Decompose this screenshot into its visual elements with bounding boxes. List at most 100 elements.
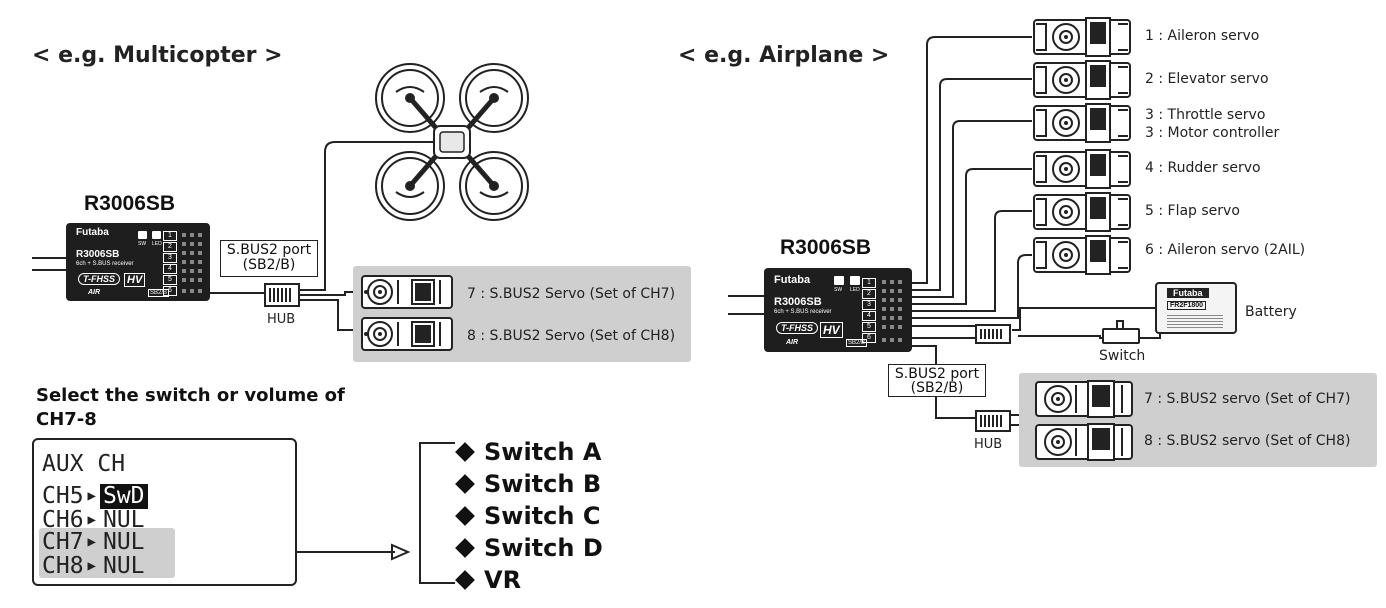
receiver-brand: Futaba	[774, 274, 811, 286]
receiver-sw-button	[138, 231, 147, 239]
receiver-pin-header	[182, 233, 202, 293]
battery-brand: Futaba	[1167, 288, 1209, 298]
servo-icon	[1033, 235, 1131, 275]
multicopter-hub	[264, 283, 300, 307]
port-label-line2: (SB2/B)	[242, 257, 296, 273]
receiver-hv: HV	[124, 273, 146, 287]
battery-info	[1167, 314, 1223, 328]
switch-options-list: Switch A Switch B Switch C Switch D VR	[452, 436, 603, 596]
lcd-row-value[interactable]: NUL	[102, 507, 145, 533]
multicopter-sbus2-port-label: S.BUS2 port (SB2/B)	[220, 240, 318, 277]
servo-icon	[1033, 149, 1131, 189]
receiver-led-label: LED	[850, 287, 860, 293]
option-switch-c[interactable]: Switch C	[452, 500, 603, 532]
channel-label: 3	[862, 300, 876, 310]
battery-model: FR2F1800	[1167, 301, 1207, 310]
channel-label: 4	[163, 264, 177, 274]
channel-label: 2	[862, 289, 876, 299]
receiver-face-model: R3006SB	[774, 296, 822, 308]
channel-label: 5	[163, 275, 177, 285]
lcd-row-ch7: CH7 ▶ NUL	[42, 530, 148, 555]
airplane-servo-stack	[1032, 14, 1132, 276]
option-switch-d[interactable]: Switch D	[452, 532, 603, 564]
diamond-bullet-icon	[455, 538, 475, 558]
aux-ch-lcd-screen: AUX CH CH5 ▶ SwD CH6 ▶ NUL CH7 ▶ NUL CH8…	[32, 438, 297, 586]
diamond-bullet-icon	[455, 474, 475, 494]
airplane-hub	[975, 410, 1011, 432]
battery: Futaba FR2F1800	[1155, 282, 1237, 334]
quadcopter-illustration	[375, 63, 529, 221]
receiver-channel-labels: 1 2 3 4 5 6	[163, 231, 177, 297]
airplane-hub-label: HUB	[974, 437, 1003, 452]
servo-icon	[1033, 17, 1131, 57]
servo-icon	[361, 275, 453, 309]
receiver-channel-labels: 1 2 3 4 5 6	[862, 278, 876, 344]
servo-label-3a: 3 : Throttle servo	[1145, 107, 1266, 123]
lcd-row-value[interactable]: NUL	[102, 553, 145, 579]
servo-label-6: 6 : Aileron servo (2AIL)	[1145, 242, 1306, 258]
switch-label: Switch	[1099, 348, 1146, 364]
battery-label: Battery	[1245, 304, 1297, 320]
option-label: VR	[484, 566, 522, 594]
play-arrow-icon: ▶	[87, 488, 96, 504]
port-label-line2: (SB2/B)	[910, 380, 964, 396]
airplane-receiver-model: R3006SB	[780, 236, 872, 259]
play-arrow-icon: ▶	[87, 512, 96, 528]
diamond-bullet-icon	[455, 570, 475, 590]
receiver-sw-button	[834, 276, 844, 285]
option-vr[interactable]: VR	[452, 564, 603, 596]
selector-title-line1: Select the switch or volume of	[36, 385, 345, 406]
option-label: Switch A	[484, 438, 602, 466]
diamond-bullet-icon	[455, 506, 475, 526]
lcd-row-value[interactable]: SwD	[99, 484, 148, 509]
receiver-air: AIR	[786, 339, 799, 346]
lcd-highlight	[39, 528, 175, 578]
receiver-led	[850, 276, 860, 285]
receiver-brand: Futaba	[76, 227, 109, 238]
servo-label-2: 2 : Elevator servo	[1145, 71, 1269, 87]
power-switch[interactable]	[1102, 320, 1140, 344]
receiver-pin-header	[882, 280, 902, 342]
port-label-line1: S.BUS2 port	[894, 366, 980, 382]
receiver-face-model: R3006SB	[76, 249, 120, 260]
option-label: Switch C	[484, 502, 601, 530]
servo-icon	[1033, 192, 1131, 232]
selector-title: Select the switch or volume of CH7-8	[36, 384, 345, 432]
option-label: Switch D	[484, 534, 603, 562]
channel-label: 4	[862, 311, 876, 321]
receiver-led-label: LED	[152, 241, 162, 247]
lcd-row-channel: CH5	[42, 483, 84, 509]
airplane-heading: < e.g. Airplane >	[678, 43, 890, 68]
servo-label-3b: 3 : Motor controller	[1145, 125, 1280, 141]
servo-label-1: 1 : Aileron servo	[1145, 28, 1260, 44]
lcd-row-value[interactable]: NUL	[102, 529, 145, 555]
multicopter-receiver-model: R3006SB	[84, 192, 176, 215]
channel-label: 2	[163, 242, 177, 252]
receiver-sw-label: SW	[138, 241, 147, 247]
airplane-servo8-label: 8 : S.BUS2 servo (Set of CH8)	[1144, 433, 1351, 449]
option-label: Switch B	[484, 470, 602, 498]
lcd-row-channel: CH7	[42, 529, 84, 555]
lcd-row-ch6: CH6 ▶ NUL	[42, 508, 148, 533]
servo-label-4: 4 : Rudder servo	[1145, 160, 1261, 176]
receiver-sw-label: SW	[834, 287, 843, 293]
receiver-air: AIR	[88, 289, 101, 296]
power-connector	[975, 324, 1011, 344]
option-switch-a[interactable]: Switch A	[452, 436, 603, 468]
receiver-tfhss: T-FHSS	[78, 273, 121, 285]
multicopter-receiver: Futaba R3006SB 6ch + S.BUS receiver T-FH…	[66, 223, 210, 301]
option-switch-b[interactable]: Switch B	[452, 468, 603, 500]
servo-label-5: 5 : Flap servo	[1145, 203, 1240, 219]
play-arrow-icon: ▶	[87, 558, 96, 574]
multicopter-heading: < e.g. Multicopter >	[32, 43, 283, 68]
lcd-row-channel: CH6	[42, 507, 84, 533]
lcd-row-ch8: CH8 ▶ NUL	[42, 554, 148, 579]
receiver-subtitle: 6ch + S.BUS receiver	[774, 309, 832, 315]
channel-label: 6	[862, 333, 876, 343]
receiver-subtitle: 6ch + S.BUS receiver	[76, 261, 134, 267]
receiver-sb2-label: SB2/B	[846, 339, 868, 347]
multicopter-servo8-label: 8 : S.BUS2 Servo (Set of CH8)	[467, 328, 676, 344]
receiver-led	[152, 231, 161, 239]
servo-icon	[1033, 103, 1131, 143]
